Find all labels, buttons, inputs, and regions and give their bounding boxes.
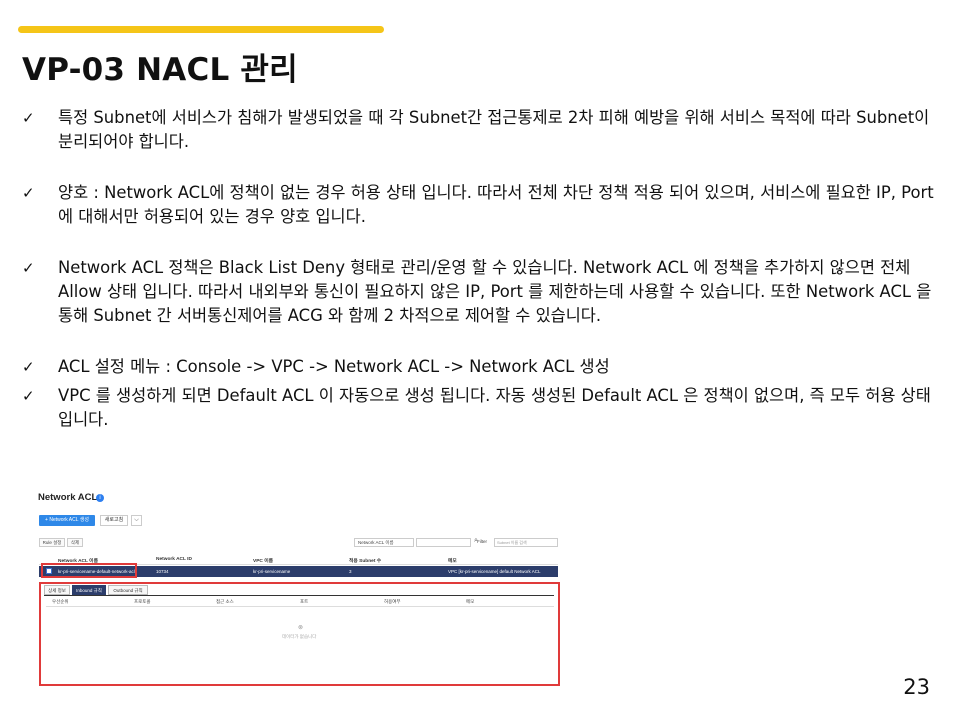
row-checkbox[interactable] (46, 568, 52, 574)
header-divider (39, 564, 558, 565)
create-network-acl-button[interactable]: + Network ACL 생성 (39, 515, 95, 526)
rule-column-header: 프로토콜 (134, 599, 151, 604)
delete-button[interactable]: 삭제 (67, 538, 83, 547)
slide-title: VP-03 NACL 관리 (22, 52, 298, 88)
check-icon: ✓ (22, 184, 35, 202)
info-icon: i (96, 494, 104, 502)
console-page-title: Network ACL (38, 492, 98, 503)
bullet-text: ACL 설정 메뉴 : Console -> VPC -> Network AC… (58, 357, 610, 376)
search-icon[interactable]: ⌕ (474, 537, 478, 544)
refresh-button[interactable]: 새로고침 (100, 515, 128, 526)
table-row[interactable] (39, 566, 558, 577)
rule-column-header: 메모 (466, 599, 475, 604)
check-icon: ✓ (22, 358, 35, 376)
check-icon: ✓ (22, 259, 35, 277)
check-icon: ✓ (22, 387, 35, 405)
bullet-item: ✓ VPC 를 생성하게 되면 Default ACL 이 자동으로 생성 됩니… (22, 384, 947, 432)
bullet-item: ✓ Network ACL 정책은 Black List Deny 형태로 관리… (22, 256, 947, 328)
highlight-box (39, 582, 560, 686)
bullet-list: ✓ 특정 Subnet에 서비스가 침해가 발생되었을 때 각 Subnet간 … (22, 106, 947, 432)
filter-field-select[interactable]: Network ACL 이름 (354, 538, 414, 547)
rule-column-header: 우선순위 (52, 599, 69, 604)
column-header: 메모 (448, 559, 457, 564)
tab-inbound[interactable]: Inbound 규칙 (72, 585, 106, 595)
tab-outbound[interactable]: Outbound 규칙 (108, 585, 148, 595)
rule-header-divider (46, 606, 554, 607)
page-number: 23 (903, 675, 930, 699)
bullet-text: 양호 : Network ACL에 정책이 없는 경우 허용 상태 입니다. 따… (58, 183, 934, 226)
bullet-text: VPC 를 생성하게 되면 Default ACL 이 자동으로 생성 됩니다.… (58, 386, 931, 429)
column-header[interactable]: VPC 이름 (253, 559, 274, 564)
search-input[interactable] (416, 538, 471, 547)
filter-input[interactable]: Subnet 이름 검색 (494, 538, 558, 547)
title-accent-bar (18, 26, 384, 33)
tab-details[interactable]: 상세 정보 (44, 585, 70, 595)
row-cell-id: 10734 (156, 569, 169, 574)
tab-divider (44, 595, 554, 596)
check-icon: ✓ (22, 109, 35, 127)
row-cell-name: kr-pri-servicename-default-network-acl (58, 569, 135, 574)
chevron-down-icon[interactable]: ⌵ (131, 515, 142, 526)
bullet-item: ✓ ACL 설정 메뉴 : Console -> VPC -> Network … (22, 355, 947, 379)
row-cell-subnet-count: 3 (349, 569, 352, 574)
empty-state-icon: ⊗ (298, 625, 304, 631)
filter-label: Filter (477, 539, 487, 544)
network-acl-console-screenshot: Network ACL i + Network ACL 생성 새로고침 ⌵ Ru… (36, 490, 560, 686)
empty-state-text: 데이터가 없습니다 (282, 634, 317, 639)
row-cell-memo: VPC [kr-pri-servicename] default Network… (448, 569, 541, 574)
rule-column-header: 접근 소스 (216, 599, 234, 604)
column-header[interactable]: Network ACL ID (156, 557, 192, 562)
rule-column-header: 허용여부 (384, 599, 401, 604)
rule-column-header: 포트 (300, 599, 309, 604)
bullet-text: 특정 Subnet에 서비스가 침해가 발생되었을 때 각 Subnet간 접근… (58, 108, 930, 151)
column-header[interactable]: 적용 Subnet 수 (349, 559, 382, 564)
row-cell-vpc: kr-pri-servicename (253, 569, 291, 574)
bullet-item: ✓ 특정 Subnet에 서비스가 침해가 발생되었을 때 각 Subnet간 … (22, 106, 947, 154)
rule-setting-button[interactable]: Rule 설정 (39, 538, 65, 547)
bullet-item: ✓ 양호 : Network ACL에 정책이 없는 경우 허용 상태 입니다.… (22, 181, 947, 229)
highlight-box (41, 563, 137, 578)
column-header[interactable]: Network ACL 이름 (58, 559, 99, 564)
bullet-text: Network ACL 정책은 Black List Deny 형태로 관리/운… (58, 258, 932, 325)
